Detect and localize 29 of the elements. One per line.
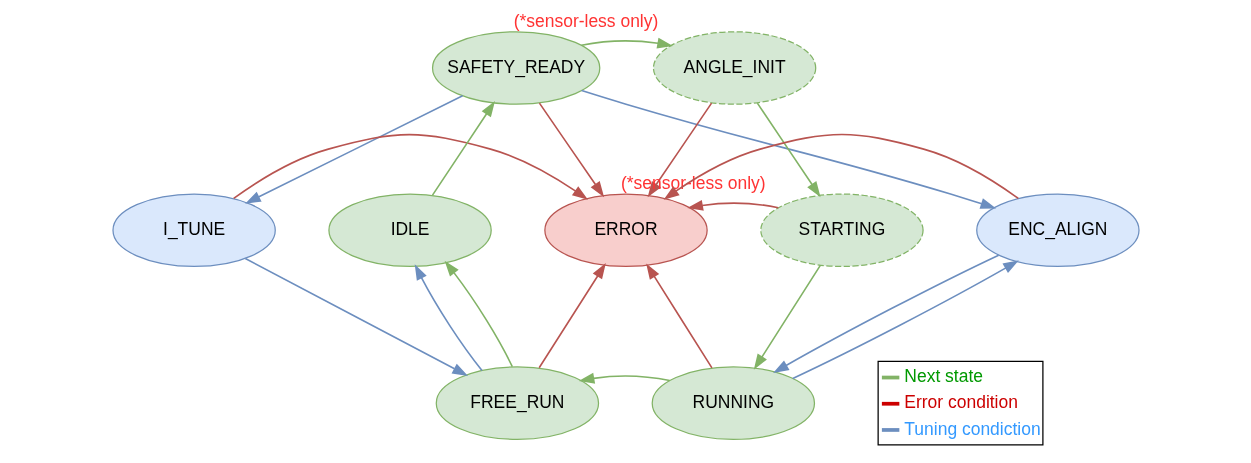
arrow (244, 257, 468, 376)
node-ellipse: STARTING (759, 193, 924, 268)
node-ellipse: RUNNING (651, 366, 815, 440)
arrow (772, 254, 999, 374)
arrow (244, 95, 463, 204)
arrow (578, 372, 670, 384)
node-ellipse: ERROR (543, 193, 708, 268)
node-ellipse: SAFETY_READY (431, 31, 600, 105)
legend-label: Tuning condiction (903, 418, 1041, 439)
arrow (580, 37, 673, 49)
node-ellipse: ENC_ALIGN (975, 193, 1140, 268)
arrow (538, 102, 604, 198)
arrow (431, 101, 495, 196)
arrow (444, 260, 513, 368)
arrow (663, 133, 1019, 200)
node-ellipse: FREE_RUN (435, 366, 599, 440)
arrow (580, 89, 996, 209)
node-ellipse: IDLE (327, 193, 492, 268)
legend-label: Error condition (903, 392, 1018, 413)
node-ellipse: ANGLE_INIT (652, 31, 816, 105)
arrow (686, 199, 779, 211)
node-label: (*sensor-less only) (513, 11, 658, 32)
legend-label: Next state (903, 366, 983, 387)
arrow (753, 264, 821, 370)
arrow (756, 102, 821, 198)
arrow (537, 263, 606, 369)
arrow (414, 264, 483, 372)
arrow (232, 133, 588, 200)
arrow (645, 263, 713, 369)
